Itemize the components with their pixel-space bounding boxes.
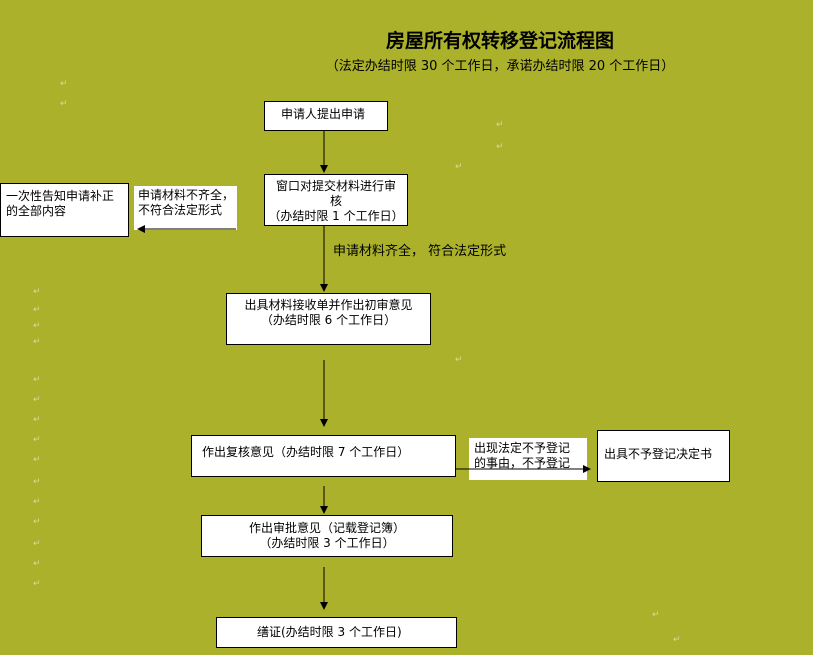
paragraph-mark: ↵: [60, 99, 68, 109]
step-certify-text: 缮证(办结时限 3 个工作日): [257, 625, 402, 639]
step-inform-line-2: 的全部内容: [6, 204, 67, 218]
step-certify: 缮证(办结时限 3 个工作日): [216, 617, 457, 648]
step-recheck-text: 作出复核意见（办结时限 7 个工作日）: [202, 445, 410, 459]
step-apply-text: 申请人提出申请: [281, 107, 366, 121]
paragraph-mark: ↵: [455, 355, 463, 365]
label-complete: 申请材料齐全， 符合法定形式: [333, 242, 506, 262]
paragraph-mark: ↵: [33, 375, 41, 385]
paragraph-mark: ↵: [33, 287, 41, 297]
paragraph-mark: ↵: [673, 635, 681, 645]
step-approve: 作出审批意见（记载登记簿） （办结时限 3 个工作日）: [201, 515, 453, 557]
label-complete-line-1: 申请材料齐全，: [333, 244, 425, 259]
paragraph-mark: ↵: [60, 79, 68, 89]
paragraph-mark: ↵: [33, 435, 41, 445]
label-incomplete-line-2: 不符合法定形式: [138, 203, 223, 217]
label-incomplete: 申请材料不齐全， 不符合法定形式: [134, 186, 237, 230]
paragraph-mark: ↵: [33, 455, 41, 465]
step-accept-line-2: （办结时限 6 个工作日）: [260, 313, 397, 327]
label-no-register-line-2: 的事由，不予登记: [474, 456, 571, 470]
paragraph-mark: ↵: [33, 321, 41, 331]
step-review-line-2: 核: [329, 194, 342, 208]
step-apply: 申请人提出申请: [264, 101, 388, 131]
paragraph-mark: ↵: [455, 162, 463, 172]
label-no-register-line-1: 出现法定不予登记: [474, 441, 571, 455]
paragraph-mark: ↵: [496, 142, 504, 152]
paragraph-mark: ↵: [33, 579, 41, 589]
label-complete-line-2: 符合法定形式: [428, 244, 507, 259]
paragraph-mark: ↵: [33, 559, 41, 569]
paragraph-mark: ↵: [33, 305, 41, 315]
step-accept: 出具材料接收单并作出初审意见 （办结时限 6 个工作日）: [226, 293, 431, 345]
step-refuse: 出具不予登记决定书: [597, 430, 730, 482]
step-refuse-text: 出具不予登记决定书: [604, 447, 713, 461]
step-recheck: 作出复核意见（办结时限 7 个工作日）: [191, 435, 456, 477]
diagram-subtitle: （法定办结时限 30 个工作日，承诺办结时限 20 个工作日）: [325, 59, 675, 74]
paragraph-mark: ↵: [496, 120, 504, 130]
step-inform: 一次性告知申请补正 的全部内容: [0, 183, 129, 237]
step-approve-line-1: 作出审批意见（记载登记簿）: [248, 521, 405, 535]
paragraph-mark: ↵: [33, 477, 41, 487]
step-inform-line-1: 一次性告知申请补正: [6, 189, 115, 203]
label-no-register: 出现法定不予登记 的事由，不予登记: [469, 438, 587, 480]
paragraph-mark: ↵: [33, 415, 41, 425]
step-approve-line-2: （办结时限 3 个工作日）: [259, 536, 395, 550]
step-review-line-3: （办结时限 1 个工作日）: [268, 209, 404, 223]
paragraph-mark: ↵: [33, 337, 41, 347]
paragraph-mark: ↵: [33, 497, 41, 507]
step-accept-line-1: 出具材料接收单并作出初审意见: [244, 298, 413, 312]
step-review: 窗口对提交材料进行审 核 （办结时限 1 个工作日）: [264, 174, 408, 226]
paragraph-mark: ↵: [33, 539, 41, 549]
paragraph-mark: ↵: [33, 395, 41, 405]
step-review-line-1: 窗口对提交材料进行审: [275, 179, 396, 193]
paragraph-mark: ↵: [652, 610, 660, 620]
paragraph-mark: ↵: [33, 517, 41, 527]
label-incomplete-line-1: 申请材料不齐全，: [138, 188, 235, 202]
diagram-title: 房屋所有权转移登记流程图: [385, 30, 614, 52]
